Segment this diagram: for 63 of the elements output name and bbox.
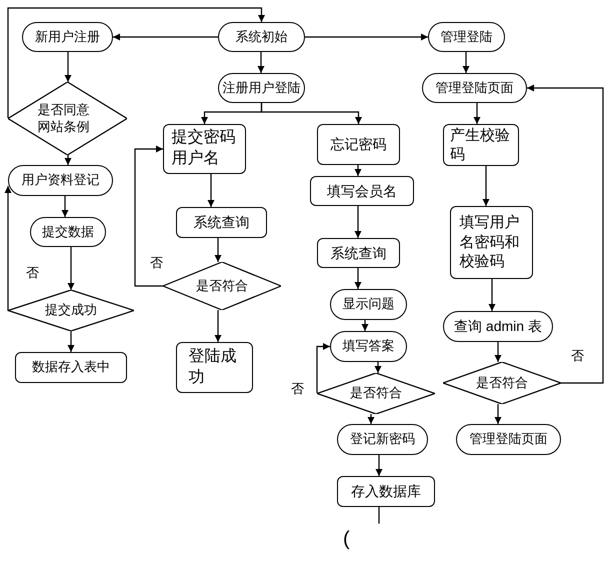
arrow xyxy=(214,310,222,342)
process-box: 产生校验码 xyxy=(443,124,519,166)
arrow xyxy=(354,206,362,238)
process-box: 登陆成功 xyxy=(176,342,253,393)
arrow xyxy=(113,34,218,40)
arrow xyxy=(316,343,330,393)
terminal-box: 新用户注册 xyxy=(22,22,113,52)
note-text: 否 xyxy=(571,347,584,365)
decision-diamond: 是否同意网站条例 xyxy=(8,82,127,155)
process-box: 系统查询 xyxy=(176,207,267,238)
decision-diamond: 是否符合 xyxy=(317,373,435,414)
decision-diamond: 提交成功 xyxy=(8,290,134,331)
arrow xyxy=(214,238,222,262)
arrow xyxy=(134,146,163,287)
arrow xyxy=(260,103,362,124)
note-text: 否 xyxy=(291,380,304,398)
process-box: 系统查询 xyxy=(317,238,400,268)
arrow xyxy=(4,186,12,311)
terminal-box: 登记新密码 xyxy=(337,424,428,455)
arrow xyxy=(64,52,72,82)
note-text: 否 xyxy=(26,264,39,282)
process-box: 存入数据库 xyxy=(337,476,435,507)
terminal-box: 系统初始 xyxy=(218,22,305,52)
arrow xyxy=(354,165,362,176)
note-text: 否 xyxy=(150,254,163,272)
process-box: 提交密码用户名 xyxy=(163,124,246,174)
terminal-box: 显示问题 xyxy=(330,289,407,320)
terminal-box: 填写答案 xyxy=(330,331,407,362)
arrow xyxy=(488,279,496,311)
arrow xyxy=(482,166,490,206)
arrow xyxy=(208,174,214,207)
arrow xyxy=(494,342,502,362)
arrow xyxy=(362,320,368,331)
arrow xyxy=(68,247,74,290)
terminal-box: 查询 admin 表 xyxy=(443,311,553,342)
arrow xyxy=(64,155,72,165)
arrow xyxy=(7,7,265,118)
decision-diamond: 是否符合 xyxy=(443,362,561,404)
terminal-box: 管理登陆 xyxy=(428,22,505,52)
arrow xyxy=(68,331,74,352)
connector-line xyxy=(378,507,380,524)
arrow xyxy=(527,84,604,384)
decision-diamond: 是否符合 xyxy=(163,262,281,310)
terminal-box: 管理登陆页面 xyxy=(456,424,561,455)
arrow xyxy=(376,455,382,476)
process-box: 填写会员名 xyxy=(310,176,414,206)
arrow xyxy=(62,196,68,217)
process-box: 填写用户名密码和校验码 xyxy=(450,206,533,279)
arrow xyxy=(374,362,382,373)
terminal-box: 注册用户登陆 xyxy=(218,73,305,103)
arrow xyxy=(258,52,264,73)
arrow xyxy=(474,103,480,124)
arrow xyxy=(354,268,362,289)
note-text: ( xyxy=(343,528,350,551)
arrow xyxy=(305,34,428,40)
process-box: 数据存入表中 xyxy=(15,352,127,383)
arrow xyxy=(494,404,502,424)
arrow xyxy=(368,414,374,424)
terminal-box: 用户资料登记 xyxy=(8,165,113,196)
terminal-box: 提交数据 xyxy=(30,217,106,247)
process-box: 忘记密码 xyxy=(317,124,400,165)
terminal-box: 管理登陆页面 xyxy=(422,73,527,103)
arrow xyxy=(462,52,470,73)
